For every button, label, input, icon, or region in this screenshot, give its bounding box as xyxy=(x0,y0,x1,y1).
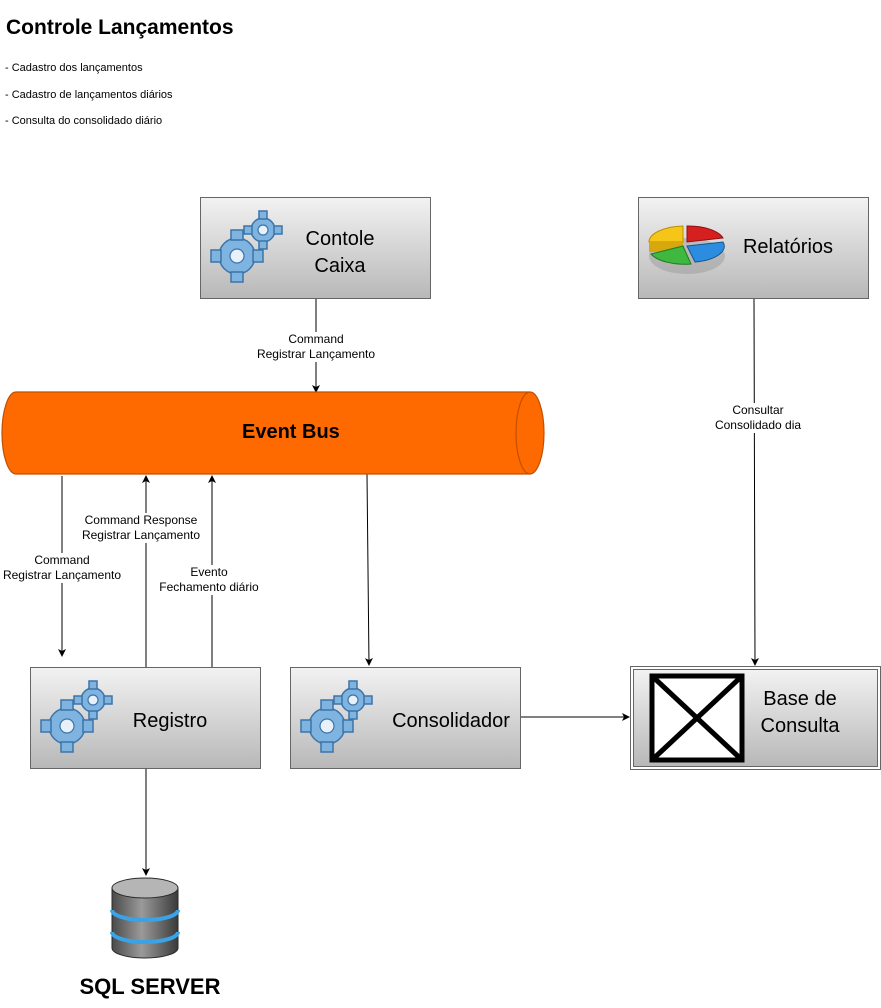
list-item: - Cadastro de lançamentos diários xyxy=(5,88,173,101)
edge-label-line: Command xyxy=(34,553,90,567)
base-consulta-line2: Consulta xyxy=(760,715,840,737)
gears-icon xyxy=(300,680,373,753)
edge-label-relatorios-to-base: Consultar Consolidado dia xyxy=(708,403,808,433)
edge-label-registro-event: Evento Fechamento diário xyxy=(156,565,262,595)
pie-chart-icon xyxy=(648,225,725,274)
base-consulta-label: Base de Consulta xyxy=(748,686,852,740)
database-icon xyxy=(110,877,180,959)
edge-label-line: Registrar Lançamento xyxy=(2,568,122,582)
event-bus-label: Event Bus xyxy=(242,421,340,443)
edge-label-line: Command Response xyxy=(84,513,198,527)
edge-label-line: Registrar Lançamento xyxy=(256,347,376,361)
base-consulta-line1: Base de xyxy=(763,688,837,710)
sql-server-label: SQL SERVER xyxy=(79,974,221,999)
list-item: - Cadastro dos lançamentos xyxy=(5,62,143,74)
crossed-box-icon xyxy=(649,673,745,763)
registro-label: Registro xyxy=(132,710,208,732)
consolidador-label: Consolidador xyxy=(392,710,510,732)
controle-caixa-label: Contole Caixa xyxy=(290,226,390,280)
edge-label-line: Evento xyxy=(190,565,228,579)
arrow-bus-to-consolidador xyxy=(364,473,373,666)
edge-label-caixa-to-bus: Command Registrar Lançamento xyxy=(250,332,382,362)
diagram-title: Controle Lançamentos xyxy=(6,16,234,39)
list-item: - Consulta do consolidado diário xyxy=(5,115,163,127)
relatorios-label: Relatórios xyxy=(742,236,834,258)
edge-label-line: Registrar Lançamento xyxy=(81,528,201,542)
controle-caixa-line2: Caixa xyxy=(314,255,366,277)
requirements-list: - Cadastro dos lançamentos - Cadastro de… xyxy=(5,60,173,140)
gears-icon xyxy=(40,680,113,753)
edge-label-registro-response: Command Response Registrar Lançamento xyxy=(78,513,204,543)
event-bus-cylinder xyxy=(1,391,545,475)
arrow-relatorios-to-base xyxy=(750,298,759,666)
edge-label-line: Command xyxy=(288,332,344,346)
edge-label-line: Fechamento diário xyxy=(159,580,259,594)
controle-caixa-line1: Contole xyxy=(305,228,375,250)
gears-icon xyxy=(210,210,283,283)
edge-label-line: Consultar xyxy=(732,403,784,417)
edge-label-line: Consolidado dia xyxy=(714,418,802,432)
edge-label-bus-to-registro: Command Registrar Lançamento xyxy=(0,553,124,583)
